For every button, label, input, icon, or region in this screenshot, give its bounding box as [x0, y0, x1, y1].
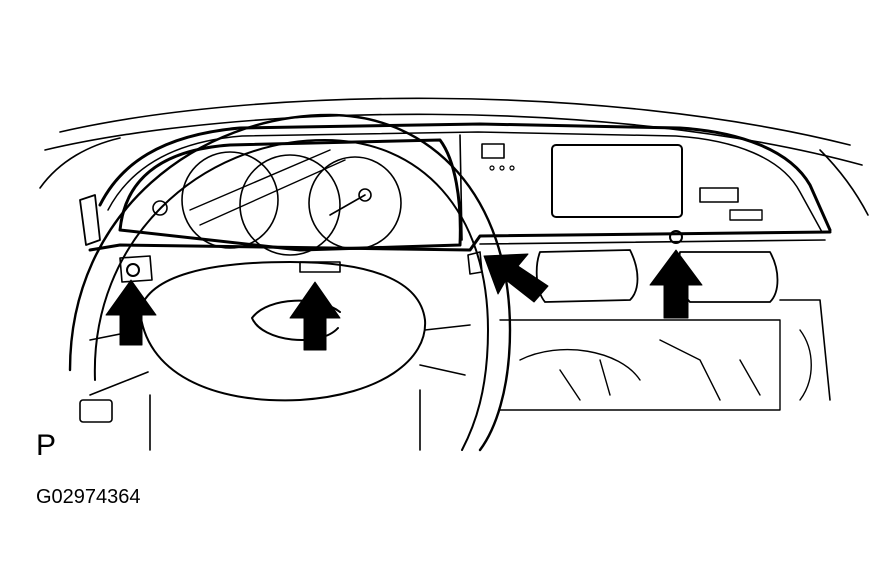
- instrument-cluster: [118, 138, 462, 256]
- figure-id: G02974364: [36, 486, 141, 508]
- windshield-lines: [39, 97, 869, 216]
- lower-left-clip-arrow: [105, 279, 157, 346]
- steering-wheel: [68, 113, 512, 452]
- lower-dashboard: [88, 230, 832, 411]
- center-clip-arrow: [289, 281, 341, 351]
- right-clip-arrow: [649, 249, 703, 319]
- dashboard-top-panel: [98, 122, 832, 233]
- view-marker: P: [36, 429, 57, 462]
- center-display: [459, 134, 763, 241]
- side-clip-arrow: [483, 253, 549, 303]
- left-bracket-details: [79, 194, 683, 283]
